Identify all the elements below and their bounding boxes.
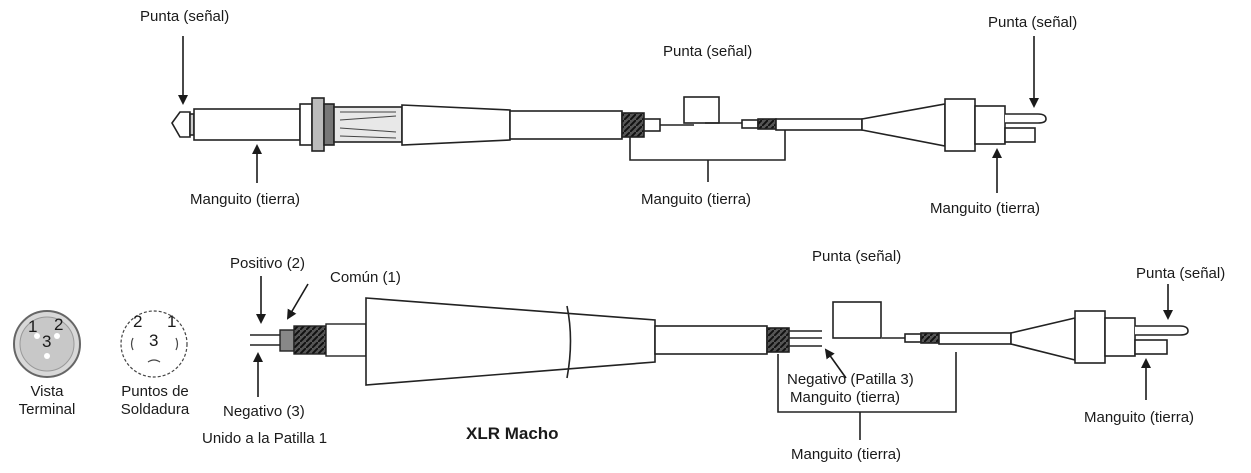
terminal-view-label-1: Vista xyxy=(30,383,64,400)
terminal-pin-2: 2 xyxy=(54,315,64,334)
top-tip-right-label: Punta (señal) xyxy=(988,14,1078,31)
solder-pin-2: 2 xyxy=(133,312,143,331)
xlr-male-body xyxy=(365,297,822,386)
negative-label: Negativo (3) xyxy=(223,403,305,420)
bottom-arrows xyxy=(253,276,1173,400)
top-sleeve-left-label: Manguito (tierra) xyxy=(190,191,301,208)
top-sleeve-middle-label: Manguito (tierra) xyxy=(641,191,752,208)
solder-view-label-2: Soldadura xyxy=(120,401,190,418)
terminal-view-label-2: Terminal xyxy=(18,401,76,418)
xlr-male-title: XLR Macho xyxy=(466,424,559,443)
bottom-sleeve-inner-label: Manguito (tierra) xyxy=(790,389,901,406)
top-cable-body xyxy=(401,103,946,147)
bottom-tip-right-label: Punta (señal) xyxy=(1136,265,1226,282)
xlr-solder-view xyxy=(120,310,188,378)
bottom-connectors xyxy=(777,301,957,440)
top-tip-left-label: Punta (señal) xyxy=(140,8,230,25)
solder-pin-1: 1 xyxy=(167,312,177,331)
negative-pin3-label: Negativo (Patilla 3) xyxy=(787,371,914,388)
terminal-pin-1: 1 xyxy=(28,317,38,336)
bottom-right-cable xyxy=(882,316,1076,362)
bottom-tip-middle-label: Punta (señal) xyxy=(812,248,902,265)
bottom-rca-plug xyxy=(1074,310,1189,364)
top-arrows xyxy=(178,36,1039,193)
xlr-wires xyxy=(250,323,367,357)
common-label: Común (1) xyxy=(330,269,401,286)
quarter-inch-plug xyxy=(171,97,403,152)
terminal-pin-3: 3 xyxy=(42,332,52,351)
top-connectors xyxy=(629,96,786,182)
bottom-sleeve-right-label: Manguito (tierra) xyxy=(1084,409,1195,426)
top-sleeve-right-label: Manguito (tierra) xyxy=(930,200,1041,217)
joined-pin1-label: Unido a la Patilla 1 xyxy=(202,430,328,447)
solder-pin-3: 3 xyxy=(149,331,159,350)
rca-plug xyxy=(944,98,1047,152)
bottom-sleeve-lower-label: Manguito (tierra) xyxy=(791,446,902,463)
top-tip-middle-label: Punta (señal) xyxy=(663,43,753,60)
positive-label: Positivo (2) xyxy=(230,255,306,272)
xlr-terminal-view xyxy=(13,310,81,378)
solder-view-label-1: Puntos de xyxy=(121,383,189,400)
